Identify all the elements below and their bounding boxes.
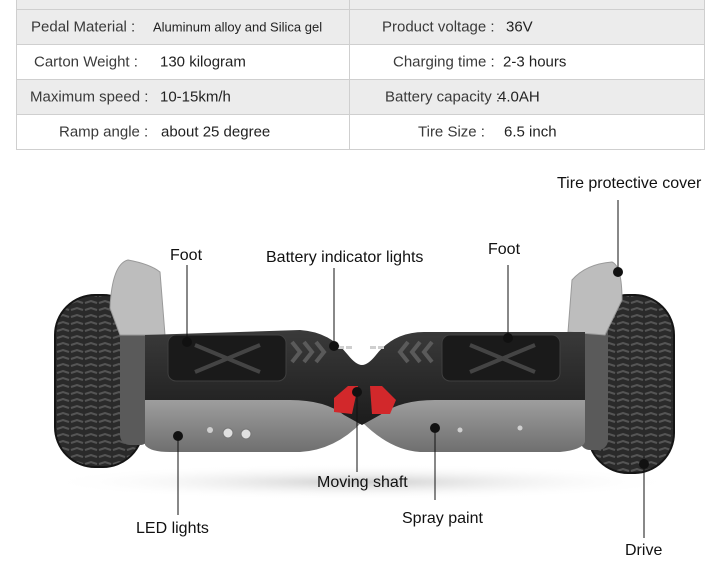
spec-label: Ramp angle : — [59, 123, 149, 141]
leader-dots — [173, 267, 649, 469]
battery-indicator-lights — [338, 346, 384, 349]
callout-drive: Drive — [625, 542, 663, 559]
spec-label: Product voltage : — [382, 18, 495, 36]
right-foot-pad — [441, 334, 561, 382]
callout-led-lights: LED lights — [136, 520, 209, 537]
chevron-ribs — [290, 340, 434, 364]
spec-value: Aluminum alloy and Silica gel — [153, 19, 323, 35]
spec-label: Charging time : — [393, 53, 495, 71]
spec-row: Maximum speed : 10-15km/h Battery capaci… — [16, 79, 705, 115]
ground-shadow — [42, 464, 682, 500]
callout-spray-paint: Spray paint — [402, 510, 483, 527]
callout-battery-indicator-lights: Battery indicator lights — [266, 249, 424, 266]
left-foot-pad — [167, 334, 287, 382]
right-led — [370, 386, 396, 414]
callout-foot-left: Foot — [170, 247, 203, 264]
right-fender — [567, 261, 623, 336]
spec-row: Ramp angle : about 25 degree Tire Size :… — [16, 114, 705, 150]
spec-value: 10-15km/h — [160, 88, 231, 106]
spec-label: Tire Size : — [418, 123, 485, 141]
product-illustration: Tire protective cover Foot Battery indic… — [0, 160, 710, 576]
left-fender — [109, 259, 166, 336]
spec-value: 36V — [506, 18, 533, 36]
leader-lines — [177, 200, 645, 538]
spec-label: Pedal Material : — [31, 18, 136, 36]
right-wheel — [580, 294, 675, 474]
spec-row: Carton Weight : 130 kilogram Charging ti… — [16, 44, 705, 80]
spec-value: 2-3 hours — [503, 53, 567, 71]
left-wheel — [54, 294, 150, 468]
side-ports — [207, 425, 523, 440]
spec-value: 4.0AH — [498, 88, 540, 106]
hoverboard-drawing — [42, 200, 682, 538]
specs-table: Pedal Material : Aluminum alloy and Sili… — [16, 0, 705, 150]
spec-label: Maximum speed : — [30, 88, 149, 106]
spec-row: Pedal Material : Aluminum alloy and Sili… — [16, 9, 705, 45]
spec-value: about 25 degree — [161, 123, 271, 141]
spec-label: Carton Weight : — [34, 53, 138, 71]
spec-label: Battery capacity : — [385, 88, 501, 106]
left-led — [334, 386, 358, 414]
callout-tire-protective-cover: Tire protective cover — [557, 175, 702, 192]
callout-moving-shaft: Moving shaft — [317, 474, 408, 491]
spec-value: 130 kilogram — [160, 53, 246, 71]
callout-foot-right: Foot — [488, 241, 521, 258]
spec-value: 6.5 inch — [504, 123, 557, 141]
table-top-edge — [16, 0, 705, 10]
